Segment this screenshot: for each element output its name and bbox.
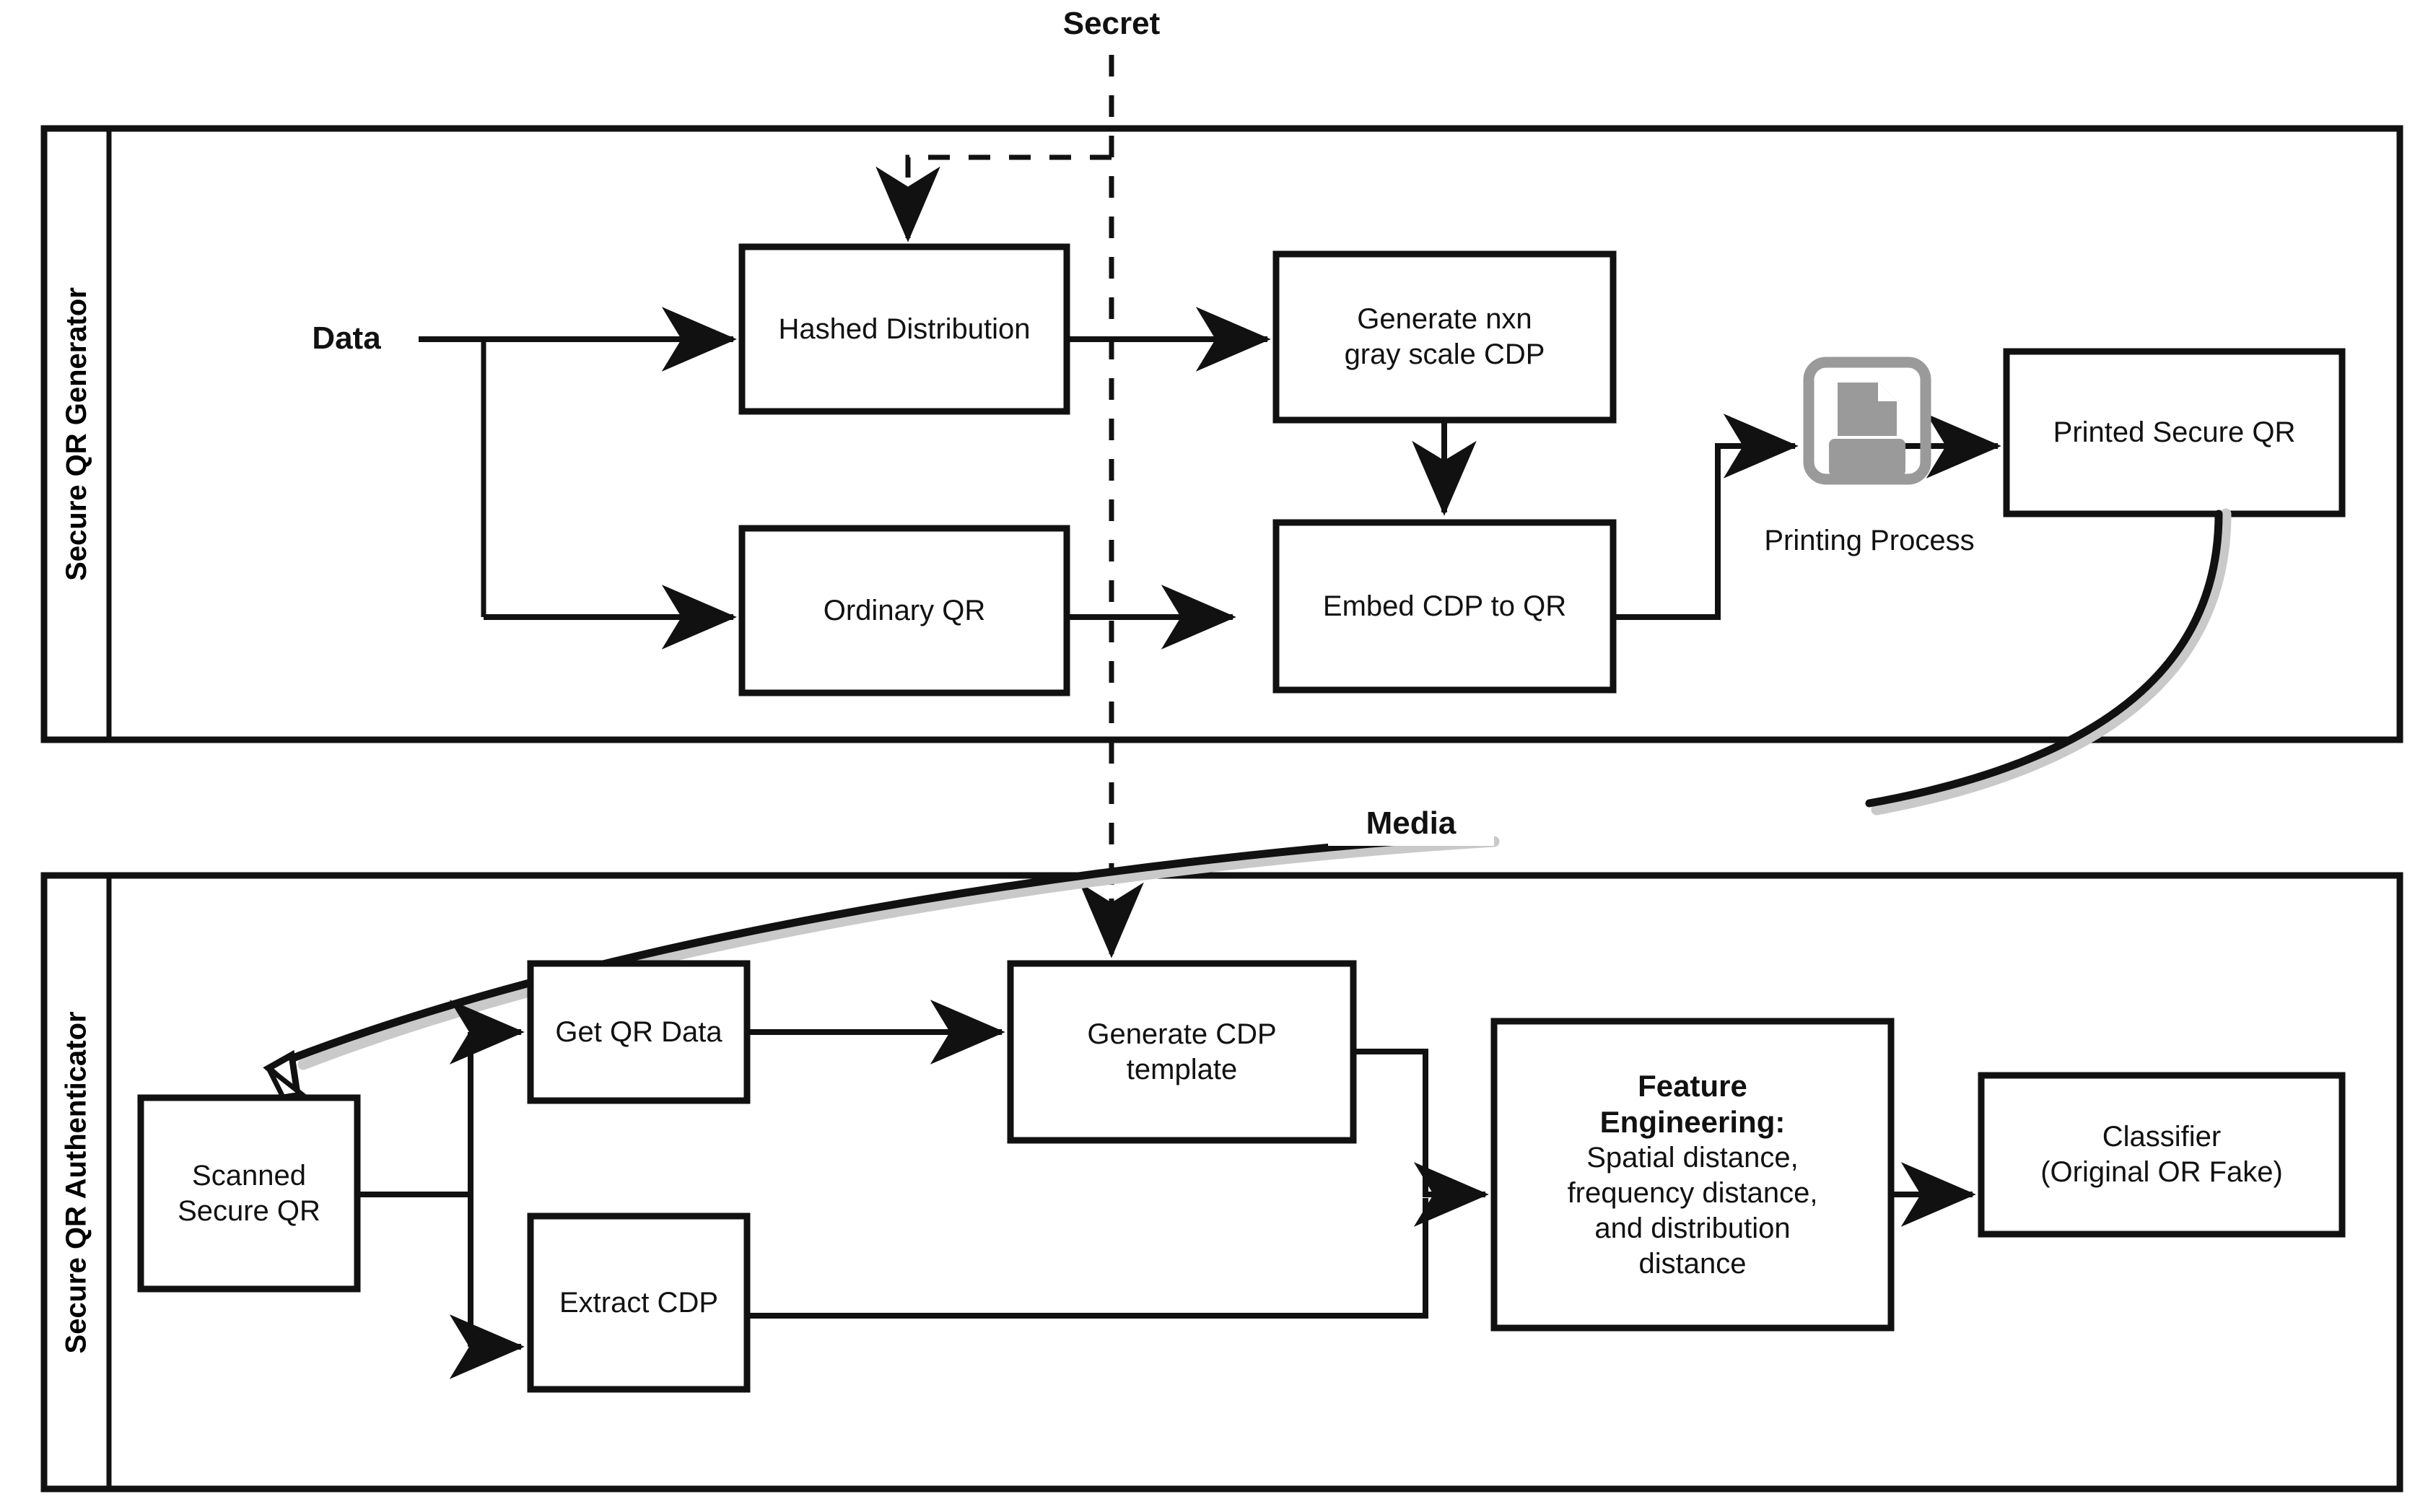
box-ordinary-qr [738,525,1070,696]
box-extract-cdp [527,1212,751,1393]
generator-connectors [419,307,2001,650]
generator-boxes [738,243,2346,696]
box-feature-engineering [1490,1018,1895,1332]
authenticator-boxes [137,960,2346,1393]
box-hashed-distribution [738,243,1070,415]
secret-dashed-spine [875,55,1144,958]
box-generate-cdp [1272,250,1617,424]
box-get-qr-data [527,960,751,1104]
printer-icon [1803,357,1931,485]
box-classifier [1978,1072,2346,1238]
box-generate-cdp-template [1007,960,1357,1144]
lane-generator-frame [40,125,2403,743]
lane-label-generator: Secure QR Generator [60,287,92,581]
box-printed-secure-qr [2003,348,2346,517]
box-scanned-secure-qr [137,1094,361,1293]
authenticator-connectors [357,1000,1976,1379]
lane-label-authenticator: Secure QR Authenticator [60,1010,92,1354]
lane-authenticator-frame [40,872,2403,1493]
box-embed-cdp [1272,519,1617,694]
